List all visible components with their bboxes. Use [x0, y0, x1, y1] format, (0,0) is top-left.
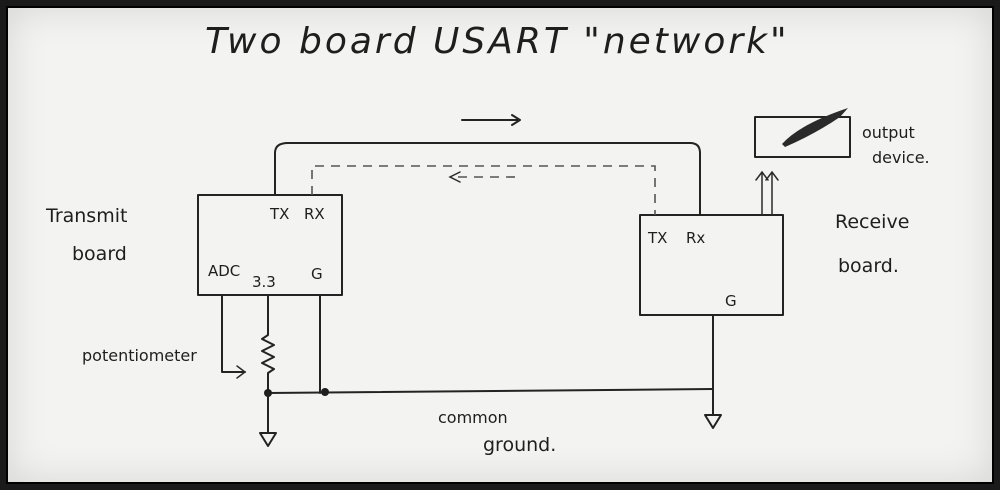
common-ground-wire [267, 388, 714, 394]
receive-board-label-1: Receive [835, 211, 909, 233]
ground-junction-2 [321, 388, 329, 396]
ground-symbol-left-icon [259, 432, 277, 447]
receive-rx-pin: Rx [686, 229, 705, 247]
diagram-title: Two board USART "network" [205, 21, 790, 62]
receive-board-box [639, 214, 784, 316]
potentiometer-label: potentiometer [82, 346, 197, 365]
return-direction-arrowhead [448, 171, 461, 183]
output-signal-arrows [755, 170, 779, 216]
transmit-rx-pin: RX [304, 205, 325, 223]
transmit-board-label-2: board [72, 243, 127, 265]
transmit-g-pin: G [311, 265, 323, 283]
tx-to-rx-wire [274, 142, 701, 216]
transmit-tx-pin: TX [269, 205, 289, 223]
whiteboard [6, 6, 994, 484]
transmit-board-box [197, 194, 343, 296]
output-device-label-2: device. [872, 148, 930, 167]
wiper-arrowhead [236, 365, 247, 379]
common-ground-label-2: ground. [483, 434, 556, 456]
rx-return-dashed-wire [311, 165, 656, 215]
output-device-box [754, 116, 851, 158]
receive-board-label-2: board. [838, 255, 899, 277]
output-device-label-1: output [862, 123, 915, 142]
ground-symbol-right-icon [704, 414, 722, 429]
potentiometer-resistor [261, 294, 275, 394]
transmit-33-pin: 3.3 [252, 273, 276, 291]
receive-g-pin: G [725, 292, 737, 310]
common-ground-label-1: common [438, 408, 508, 427]
tx-direction-arrow [461, 114, 521, 126]
transmit-adc-pin: ADC [208, 262, 240, 280]
output-device-scribble [782, 108, 848, 147]
adc-wire [221, 294, 246, 373]
transmit-board-label-1: Transmit [45, 205, 127, 227]
receive-tx-pin: TX [647, 229, 667, 247]
